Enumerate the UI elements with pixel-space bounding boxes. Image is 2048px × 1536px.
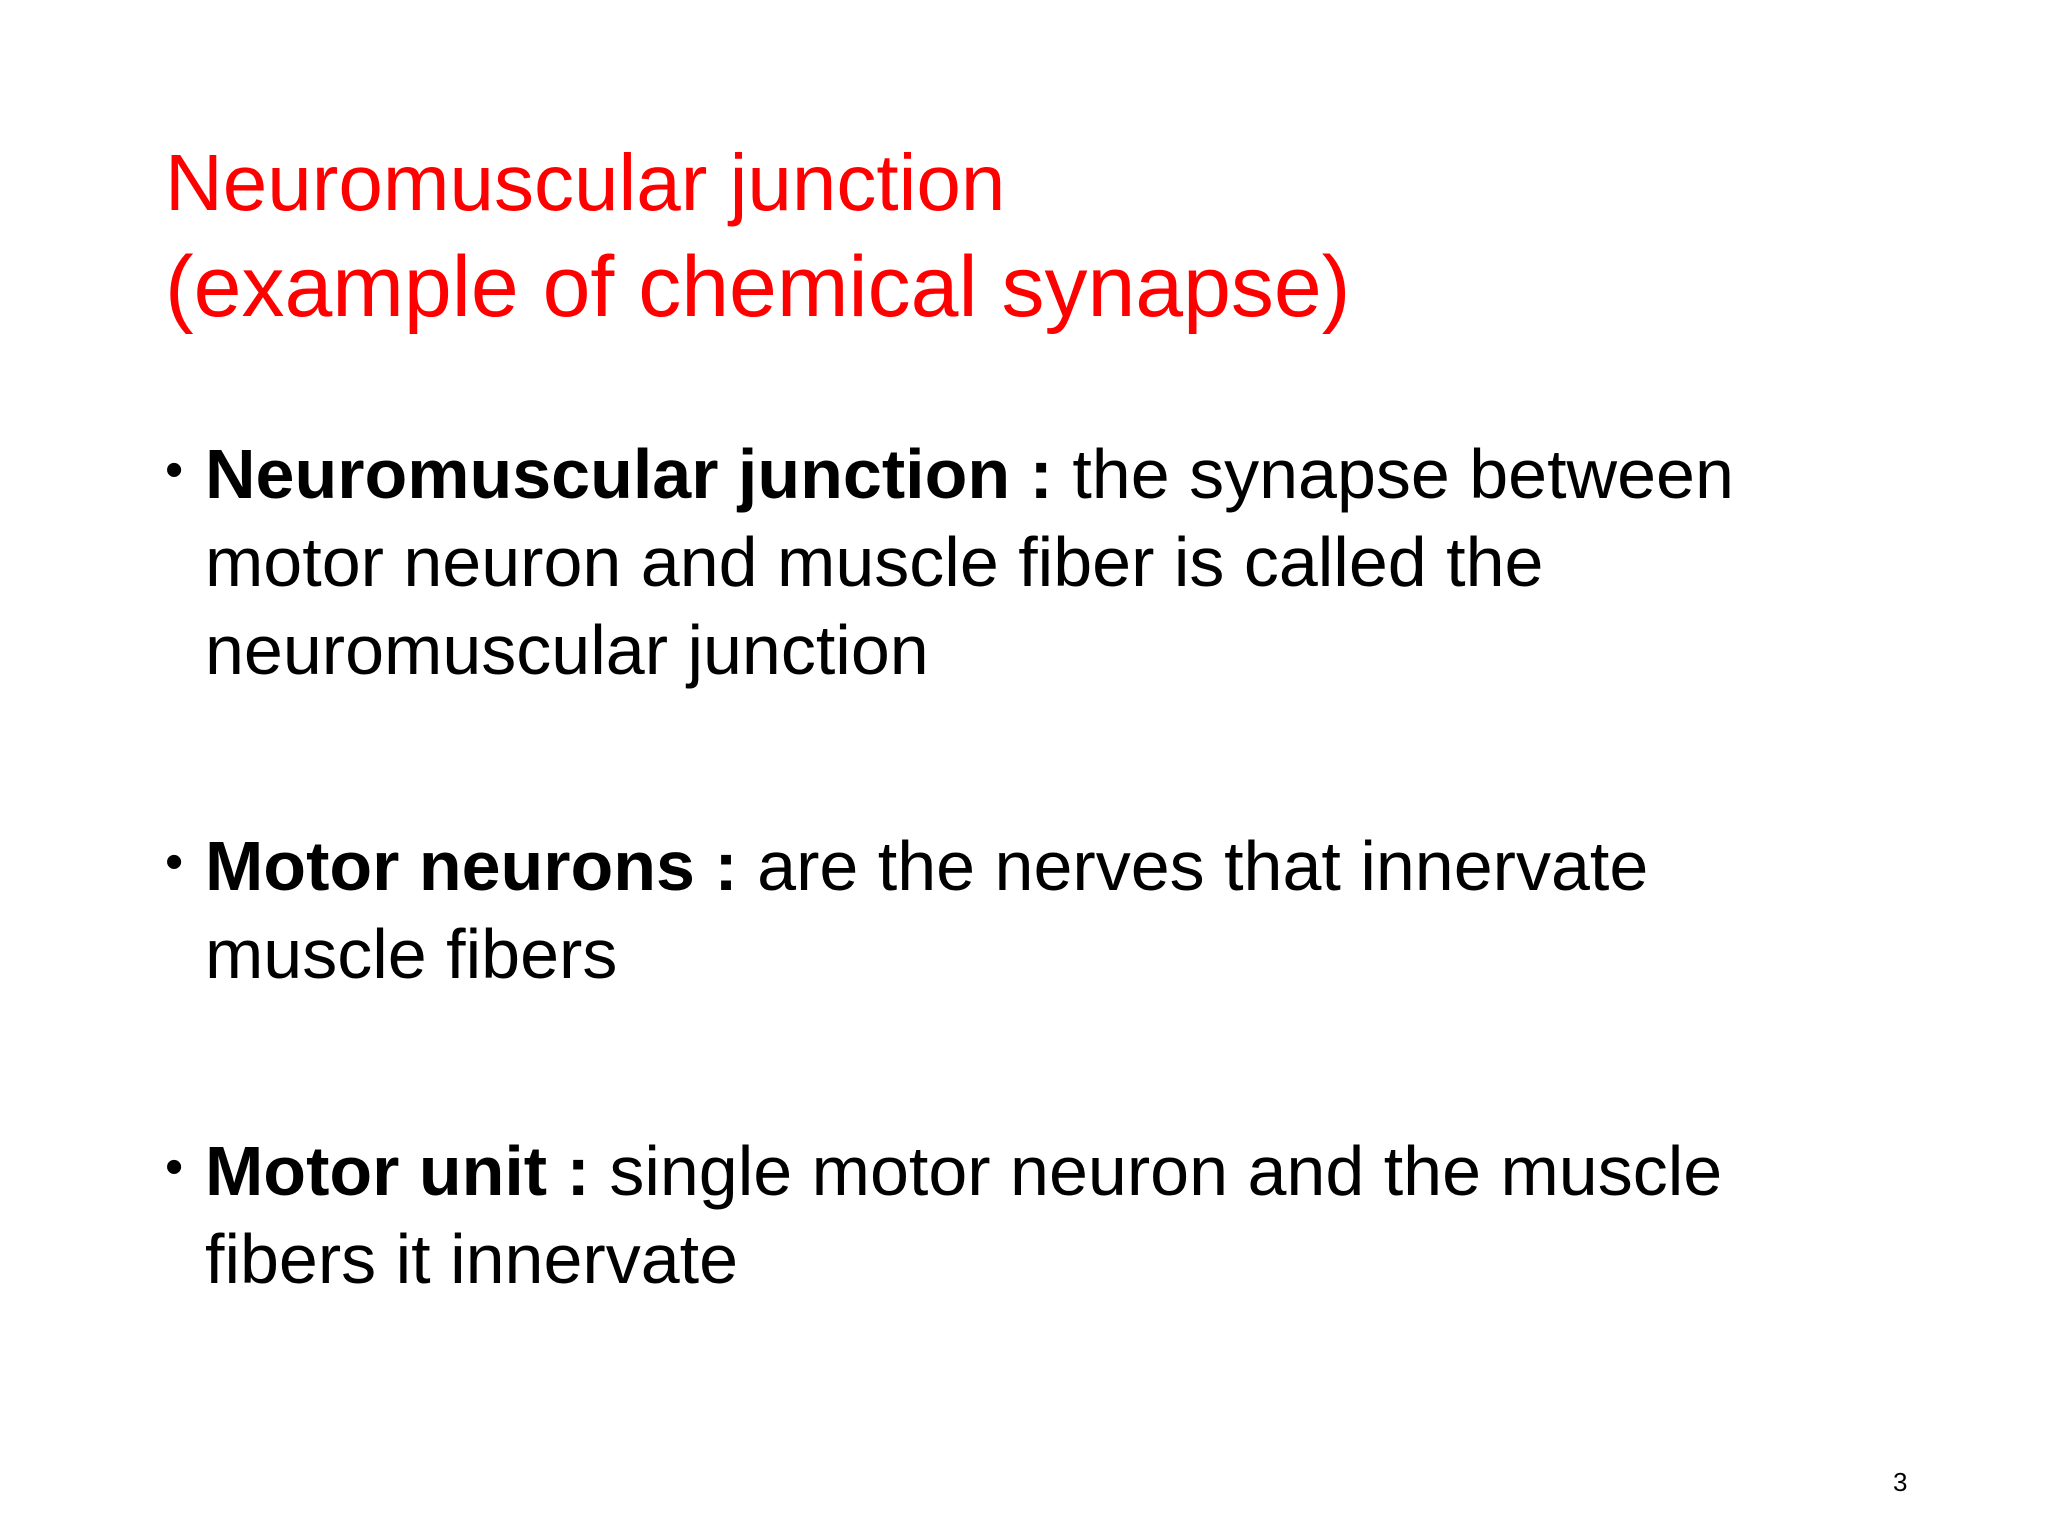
bullet-text: Motor neurons : are the nerves that inne…: [205, 822, 1885, 998]
bullet-term: Motor neurons :: [205, 827, 738, 905]
bullet-item-motor-unit: • Motor unit : single motor neuron and t…: [165, 1127, 1885, 1303]
slide-title-line-1: Neuromuscular junction: [165, 138, 1006, 227]
bullet-dot-icon: •: [165, 833, 184, 891]
bullet-text: Motor unit : single motor neuron and the…: [205, 1127, 1885, 1303]
bullet-item-neuromuscular-junction: • Neuromuscular junction : the synapse b…: [165, 430, 1885, 694]
bullet-item-motor-neurons: • Motor neurons : are the nerves that in…: [165, 822, 1885, 998]
slide-title-line-2: (example of chemical synapse): [165, 239, 1351, 335]
bullet-dot-icon: •: [165, 1138, 184, 1196]
bullet-definition: the synapse between motor neuron and mus…: [205, 435, 1734, 689]
slide-title: Neuromuscular junction (example of chemi…: [165, 133, 1350, 341]
bullet-term: Neuromuscular junction :: [205, 435, 1053, 513]
bullet-dot-icon: •: [165, 441, 184, 499]
bullet-term: Motor unit :: [205, 1132, 590, 1210]
page-number: 3: [1893, 1467, 1908, 1497]
bullet-text: Neuromuscular junction : the synapse bet…: [205, 430, 1885, 694]
bullet-definition: single motor neuron and the muscle fiber…: [205, 1132, 1723, 1298]
bullet-definition: are the nerves that innervate muscle fib…: [205, 827, 1649, 993]
